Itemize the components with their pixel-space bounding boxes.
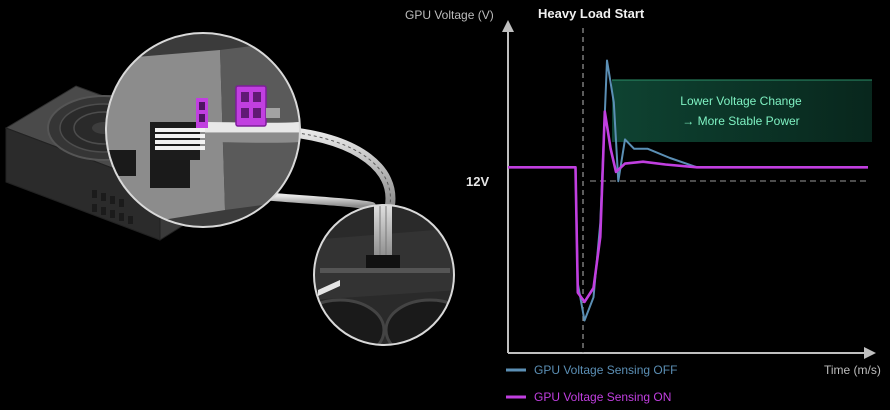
legend-label-on: GPU Voltage Sensing ON xyxy=(534,390,671,404)
voltage-chart: GPU Voltage (V) Heavy Load Start 12V Low… xyxy=(405,6,881,404)
legend: GPU Voltage Sensing OFF GPU Voltage Sens… xyxy=(506,363,677,404)
series-line-sensing-on xyxy=(508,110,868,304)
annotation-box xyxy=(612,80,872,142)
event-label: Heavy Load Start xyxy=(538,6,645,21)
magenta-sense-connector-icon xyxy=(235,85,280,127)
y-axis xyxy=(502,20,514,353)
psu-illustration xyxy=(4,32,455,346)
x-axis xyxy=(508,347,876,359)
y-axis-label: GPU Voltage (V) xyxy=(405,8,494,22)
series-layer xyxy=(508,59,868,322)
annotation-line-2: → More Stable Power xyxy=(682,114,799,128)
annotation-line-1: Lower Voltage Change xyxy=(680,94,802,108)
legend-label-off: GPU Voltage Sensing OFF xyxy=(534,363,677,377)
gpu-zoom-circle xyxy=(313,204,455,346)
gpu-power-connector-icon xyxy=(314,205,454,345)
x-axis-label: Time (m/s) xyxy=(824,363,881,377)
y-tick-12v: 12V xyxy=(466,174,489,189)
